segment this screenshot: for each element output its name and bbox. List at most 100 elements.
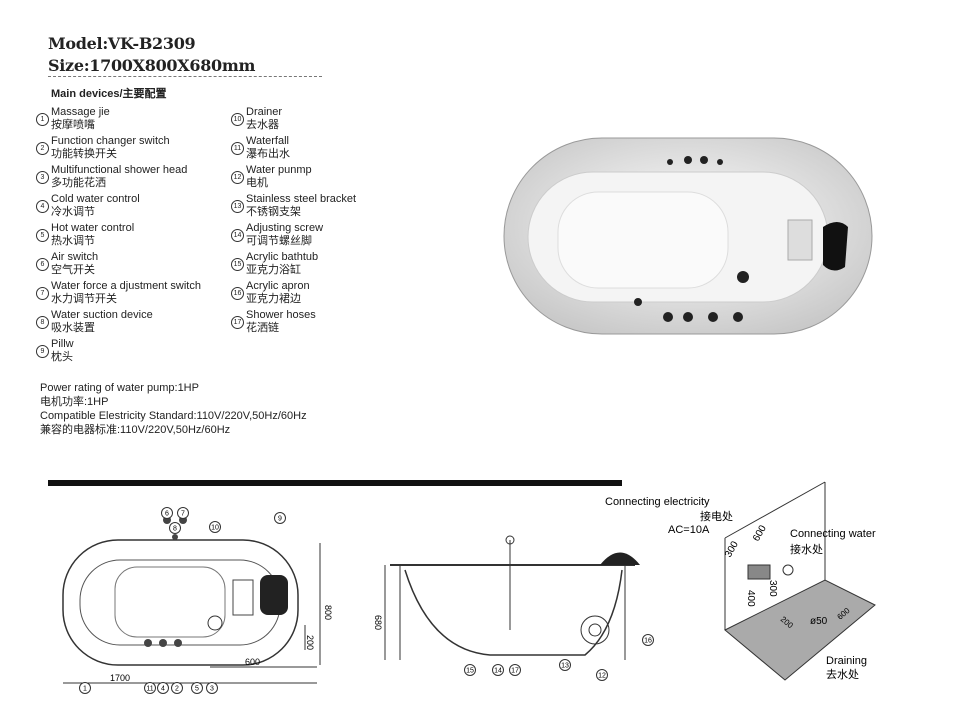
callout-number: 11 (146, 686, 153, 693)
item-label-en: Water force a djustment switch (51, 280, 201, 292)
device-item: 14 Adjusting screw 可调节螺丝脚 (231, 222, 324, 248)
power-specs: Power rating of water pump:1HP 电机功率:1HP … (40, 381, 307, 437)
item-number: 10 (231, 113, 244, 126)
item-number: 2 (36, 142, 49, 155)
callout-circle (191, 682, 203, 694)
callout-number: 8 (173, 526, 177, 533)
item-label-zh: 瀑布出水 (246, 148, 290, 160)
callout-circle (492, 664, 504, 676)
device-item: 10 Drainer 去水器 (231, 106, 283, 132)
size-title: Size:1700X800X680mm (48, 56, 256, 75)
callout-circle (177, 507, 189, 519)
item-label-en: Water suction device (51, 309, 153, 321)
item-label-zh: 去水器 (246, 119, 279, 131)
item-number: 7 (36, 287, 49, 300)
item-number: 5 (36, 229, 49, 242)
item-label-zh: 功能转换开关 (51, 148, 117, 160)
item-label-en: Air switch (51, 251, 99, 263)
item-label-zh: 不锈钢支架 (246, 206, 301, 218)
item-label-zh: 热水调节 (51, 235, 95, 247)
callout-circle (171, 682, 183, 694)
device-item: 16 Acrylic apron 亚克力裙边 (231, 280, 310, 306)
item-label-en: Stainless steel bracket (246, 193, 357, 205)
device-item: 6 Air switch 空气开关 (36, 251, 99, 277)
item-label-zh: 按摩喷嘴 (51, 119, 95, 131)
item-label-zh: 冷水调节 (51, 206, 95, 218)
dim-300b: 300 (767, 580, 778, 597)
item-label-en: Function changer switch (51, 135, 170, 147)
item-label-zh: 枕头 (51, 351, 73, 363)
item-label-en: Hot water control (51, 222, 135, 234)
power-line: Compatible Elestricity Standard:110V/220… (40, 410, 307, 422)
dim-600: 600 (245, 657, 260, 667)
item-number: 16 (231, 287, 244, 300)
callout-circle (464, 664, 476, 676)
callout-circle (642, 634, 654, 646)
callout-circle (559, 659, 571, 671)
device-item: 11 Waterfall 瀑布出水 (231, 135, 290, 161)
device-item: 15 Acrylic bathtub 亚克力浴缸 (231, 251, 318, 277)
item-label-en: Pillw (51, 338, 74, 350)
item-label-en: Water punmp (246, 164, 312, 176)
callout-number: 5 (195, 686, 199, 693)
installation-diagram: Connecting electricity 接电处 AC=10A Connec… (605, 481, 876, 681)
callout-number: 6 (165, 511, 169, 518)
item-label-en: Adjusting screw (246, 222, 324, 234)
item-number: 13 (231, 200, 244, 213)
item-number: 8 (36, 316, 49, 329)
callout-circle (157, 682, 169, 694)
callout-circle (169, 522, 181, 534)
item-number: 1 (36, 113, 49, 126)
item-label-en: Shower hoses (246, 309, 316, 321)
drain-label: Draining (826, 655, 867, 667)
item-number: 11 (231, 142, 244, 155)
callout-number: 1 (83, 686, 87, 693)
power-line: 兼容的电器标准:110V/220V,50Hz/60Hz (40, 424, 231, 436)
callout-number: 7 (181, 511, 185, 518)
item-label-en: Cold water control (51, 193, 140, 205)
item-label-en: Drainer (246, 106, 283, 118)
device-item: 9 Pillw 枕头 (36, 338, 74, 364)
item-number: 14 (231, 229, 244, 242)
callout-number: 17 (511, 668, 519, 675)
callout-number: 15 (466, 668, 474, 675)
item-label-en: Massage jie (51, 106, 110, 118)
dim-width: 800 (323, 605, 333, 620)
item-label-zh: 亚克力裙边 (246, 293, 301, 305)
device-item: 3 Multifunctional shower head 多功能花洒 (36, 164, 187, 190)
dim-drain-dia: ø50 (810, 616, 828, 627)
electricity-label-zh: 接电处 (700, 510, 733, 523)
callout-circle (144, 682, 156, 694)
dim-600a: 600 (751, 523, 769, 543)
item-label-zh: 水力调节开关 (51, 293, 117, 305)
device-item: 2 Function changer switch 功能转换开关 (36, 135, 170, 161)
water-label: Connecting water (790, 528, 876, 540)
item-label-en: Acrylic apron (246, 280, 310, 292)
callout-number: 9 (278, 516, 282, 523)
callout-number: 2 (175, 686, 179, 693)
item-number: 4 (36, 200, 49, 213)
electricity-label: Connecting electricity (605, 496, 710, 508)
dim-400: 400 (745, 590, 756, 607)
device-item: 8 Water suction device 吸水装置 (36, 309, 153, 335)
item-number: 12 (231, 171, 244, 184)
device-item: 17 Shower hoses 花洒链 (231, 309, 316, 335)
callout-circle (161, 507, 173, 519)
drain-label-zh: 去水处 (826, 668, 859, 681)
item-label-en: Waterfall (246, 135, 289, 147)
callout-circle (509, 664, 521, 676)
callout-circle (274, 512, 286, 524)
callout-number: 12 (598, 673, 606, 680)
item-number: 3 (36, 171, 49, 184)
item-label-zh: 亚克力浴缸 (246, 264, 301, 276)
item-number: 6 (36, 258, 49, 271)
model-title: Model:VK-B2309 (48, 34, 196, 53)
water-label-zh: 接水处 (790, 543, 823, 556)
callout-number: 14 (494, 668, 502, 675)
dim-200: 200 (305, 635, 315, 650)
device-item: 13 Stainless steel bracket 不锈钢支架 (231, 193, 357, 219)
callout-number: 13 (561, 663, 569, 670)
dim-length: 1700 (110, 673, 130, 683)
